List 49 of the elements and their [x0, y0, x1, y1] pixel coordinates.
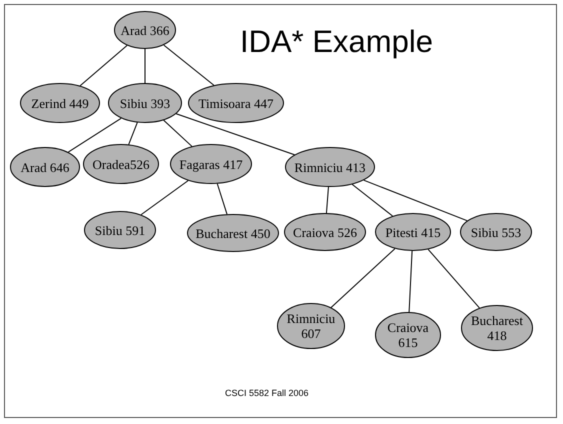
tree-edge — [68, 118, 122, 153]
node-label: Arad 646 — [20, 160, 70, 174]
node-label: Rimniciu 413 — [294, 160, 366, 174]
tree-node — [460, 213, 532, 251]
tree-edge — [408, 250, 413, 313]
node-label: Arad 366 — [120, 22, 170, 38]
tree-edge — [330, 248, 396, 308]
tree-node — [187, 214, 279, 252]
tree-node — [10, 147, 80, 187]
tree-node — [84, 211, 156, 249]
node-label: Oradea526 — [92, 156, 150, 172]
node-label: Timisoara 447 — [198, 96, 274, 110]
tree-edge — [363, 180, 468, 222]
tree-node — [375, 213, 451, 251]
tree-edge — [163, 120, 192, 147]
node-label: Bucharest 450 — [196, 226, 270, 240]
tree-node — [285, 147, 375, 187]
tree-edge — [128, 122, 138, 145]
tree-node — [83, 144, 159, 184]
tree-node — [277, 303, 345, 349]
tree-node — [108, 83, 182, 123]
node-label: Pitesti 415 — [385, 224, 441, 240]
node-label: Sibiu 591 — [94, 222, 146, 238]
tree-edge — [80, 44, 128, 86]
tree-edge — [176, 113, 295, 156]
tree-edge — [163, 44, 214, 86]
node-label: Rimniciu 607 — [286, 311, 336, 341]
tree-node — [20, 83, 100, 123]
tree-edge — [428, 248, 480, 308]
tree-node — [188, 83, 284, 123]
footer-text: CSCI 5582 Fall 2006 — [225, 388, 309, 398]
node-label: Fagaras 417 — [179, 156, 243, 172]
slide-title: IDA* Example — [240, 24, 433, 60]
tree-edge — [216, 183, 228, 215]
tree-edge — [326, 186, 329, 214]
node-label: Craiova 526 — [293, 224, 357, 240]
node-label: Craiova 615 — [386, 320, 430, 350]
tree-node — [114, 11, 176, 49]
tree-edge — [144, 48, 146, 84]
tree-node — [284, 213, 366, 251]
tree-edge — [140, 180, 189, 216]
node-label: Bucharest 418 — [470, 313, 524, 343]
tree-node — [461, 305, 533, 351]
tree-edge — [352, 184, 394, 216]
node-label: Sibiu 393 — [120, 96, 170, 110]
node-label: Sibiu 553 — [470, 224, 522, 240]
tree-node — [375, 312, 441, 358]
tree-node — [170, 144, 252, 184]
node-label: Zerind 449 — [31, 96, 89, 110]
